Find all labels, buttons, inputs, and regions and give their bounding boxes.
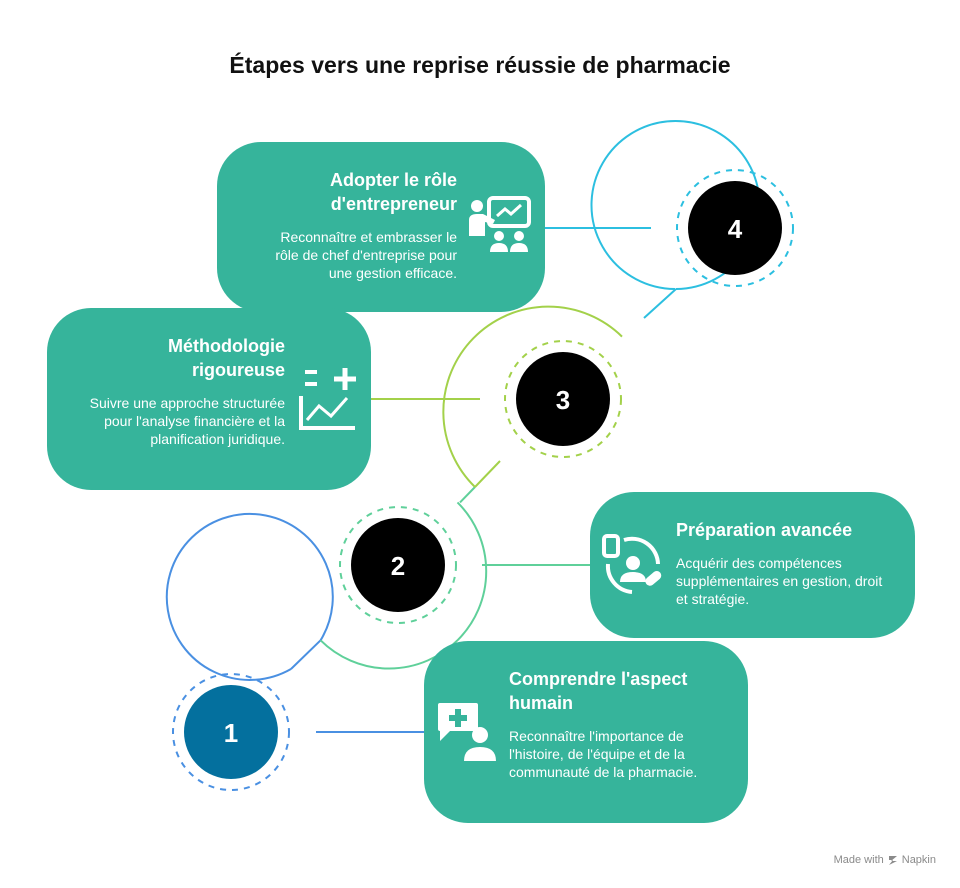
step-tail-3 [474,460,501,488]
step-number-3: 3 [556,385,570,415]
step-dashed-ring-3 [504,340,622,458]
step-dashed-ring-2 [339,506,457,624]
page-title: Étapes vers une reprise réussie de pharm… [229,52,731,78]
step-badge-4: 4 [590,120,794,319]
step-tail-2 [459,486,476,504]
step-badge-1: 1 [165,513,334,791]
footer-made-with: Made with [833,854,884,866]
step-text-4: Reconnaître et embrasser le rôle de chef… [275,229,457,281]
step-card-2: Préparation avancée Acquérir des compéte… [590,492,915,638]
step-tail-1 [290,639,322,670]
analysis-chart-icon [297,366,359,437]
step-title-3: Méthodologie rigoureuse [168,336,285,380]
step-ring-1 [165,513,334,681]
step-core-1 [184,685,278,779]
napkin-logo-icon [887,854,899,866]
step-badge-3: 3 [442,305,623,488]
step-dashed-ring-1 [172,673,290,791]
step-text-3: Suivre une approche structurée pour l'an… [89,395,285,447]
footer-credit: Made with Napkin [834,854,936,866]
presentation-leader-icon [469,196,531,263]
step-core-2 [351,518,445,612]
step-core-3 [516,352,610,446]
step-dashed-ring-4 [676,169,794,287]
step-number-2: 2 [391,551,405,581]
step-title-1: Comprendre l'aspect humain [509,669,688,713]
footer-brand: Napkin [901,854,936,866]
step-card-3: Méthodologie rigoureuse Suivre une appro… [47,308,371,490]
step-badge-2: 2 [319,486,488,670]
step-core-4 [688,181,782,275]
skills-training-icon [602,534,664,601]
step-title-4: Adopter le rôle d'entrepreneur [329,170,457,214]
step-number-4: 4 [728,214,743,244]
step-title-2: Préparation avancée [676,520,853,540]
step-text-1: Reconnaître l'importance de l'histoire, … [509,728,698,780]
step-ring-2 [319,501,488,670]
step-card-1: Comprendre l'aspect humain Reconnaître l… [424,641,748,823]
step-text-2: Acquérir des compétences supplémentaires… [676,555,883,607]
step-card-4: Adopter le rôle d'entrepreneur Reconnaît… [217,142,545,312]
step-tail-4 [643,288,677,319]
pharmacy-consultation-icon [436,701,498,768]
step-ring-3 [442,305,623,488]
step-number-1: 1 [224,718,238,748]
